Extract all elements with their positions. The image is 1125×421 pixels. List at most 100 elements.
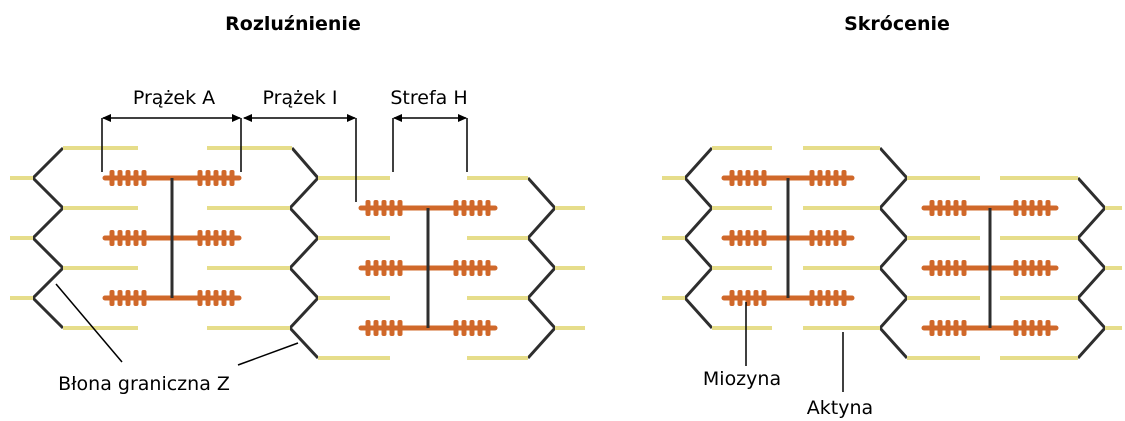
zone-h-dimension-right-arrowhead: [458, 114, 467, 122]
myosin-head: [117, 230, 123, 246]
myosin-head: [929, 320, 935, 336]
myosin-head: [841, 230, 847, 246]
myosin-head: [453, 200, 459, 216]
myosin-head: [929, 260, 935, 276]
myosin-head: [1029, 320, 1035, 336]
band-i-dimension-left-arrowhead: [243, 114, 252, 122]
myosin-head: [841, 170, 847, 186]
myosin-head: [753, 170, 759, 186]
myosin-head: [729, 230, 735, 246]
myosin-head: [929, 200, 935, 216]
myosin-head: [729, 170, 735, 186]
myosin-head: [825, 290, 831, 306]
myosin-head: [1045, 200, 1051, 216]
myosin-head: [1045, 320, 1051, 336]
myosin-head: [453, 260, 459, 276]
zone-h-label: Strefa H: [390, 87, 467, 109]
myosin-head: [485, 200, 491, 216]
myosin-head: [945, 260, 951, 276]
myosin-head: [1045, 260, 1051, 276]
myosin-head: [229, 230, 235, 246]
myosin-head: [397, 320, 403, 336]
myosin-head: [389, 320, 395, 336]
relaxed-title: Rozluźnienie: [225, 13, 361, 35]
myosin-head: [753, 230, 759, 246]
myosin-head: [109, 170, 115, 186]
myosin-head: [825, 170, 831, 186]
myosin-head: [117, 170, 123, 186]
myosin-head: [133, 230, 139, 246]
band-a-dimension-right-arrowhead: [232, 114, 241, 122]
contracted-title: Skrócenie: [844, 13, 950, 35]
myosin-head: [125, 230, 131, 246]
myosin-head: [809, 170, 815, 186]
myosin-head: [1013, 200, 1019, 216]
myosin-head: [213, 170, 219, 186]
myosin-head: [477, 200, 483, 216]
myosin-head: [229, 170, 235, 186]
myosin-head: [1013, 320, 1019, 336]
myosin-head: [381, 200, 387, 216]
myosin-head: [397, 260, 403, 276]
myosin-head: [1037, 200, 1043, 216]
myosin-head: [953, 260, 959, 276]
myosin-head: [485, 320, 491, 336]
myosin-head: [753, 290, 759, 306]
myosin-head: [461, 260, 467, 276]
band-i-label: Prążek I: [263, 87, 338, 109]
myosin-head: [133, 290, 139, 306]
myosin-head: [1037, 260, 1043, 276]
myosin-head: [221, 230, 227, 246]
myosin-head: [469, 320, 475, 336]
myosin-head: [213, 290, 219, 306]
z-line: [30, 146, 66, 330]
myosin-head: [825, 230, 831, 246]
myosin-head: [373, 200, 379, 216]
myosin-head: [205, 230, 211, 246]
myosin-head: [453, 320, 459, 336]
myosin-head: [761, 290, 767, 306]
myosin-head: [197, 230, 203, 246]
band-a-label: Prążek A: [133, 87, 215, 109]
myosin-head: [461, 200, 467, 216]
myosin-head: [365, 260, 371, 276]
z-membrane-pointer-right: [237, 342, 299, 366]
myosin-head: [389, 260, 395, 276]
myosin-head: [109, 230, 115, 246]
annotations: [55, 114, 844, 392]
myosin-head: [961, 320, 967, 336]
myosin-head: [477, 260, 483, 276]
myosin-head: [373, 260, 379, 276]
myosin-head: [745, 230, 751, 246]
myosin-head: [397, 200, 403, 216]
myosin-head: [365, 200, 371, 216]
myosin-head: [461, 320, 467, 336]
myosin-head: [1021, 260, 1027, 276]
myosin-head: [141, 170, 147, 186]
myosin-head: [213, 230, 219, 246]
myosin-head: [809, 290, 815, 306]
myosin-head: [221, 170, 227, 186]
myosin-head: [833, 230, 839, 246]
band-a-dimension-left-arrowhead: [102, 114, 111, 122]
z-line: [525, 176, 558, 360]
z-membrane-label: Błona graniczna Z: [58, 373, 230, 395]
myosin-head: [141, 290, 147, 306]
relaxed-sarcomere: [10, 146, 585, 360]
zone-h-dimension-left-arrowhead: [393, 114, 402, 122]
myosin-head: [737, 230, 743, 246]
myosin-label: Miozyna: [703, 368, 781, 390]
myosin-head: [729, 290, 735, 306]
myosin-head: [133, 170, 139, 186]
myosin-head: [117, 290, 123, 306]
myosin-head: [485, 260, 491, 276]
myosin-head: [141, 230, 147, 246]
myosin-head: [953, 320, 959, 336]
myosin-head: [477, 320, 483, 336]
myosin-head: [809, 230, 815, 246]
myosin-head: [937, 260, 943, 276]
z-line: [287, 147, 321, 360]
band-i-dimension-right-arrowhead: [347, 114, 356, 122]
myosin-head: [205, 290, 211, 306]
